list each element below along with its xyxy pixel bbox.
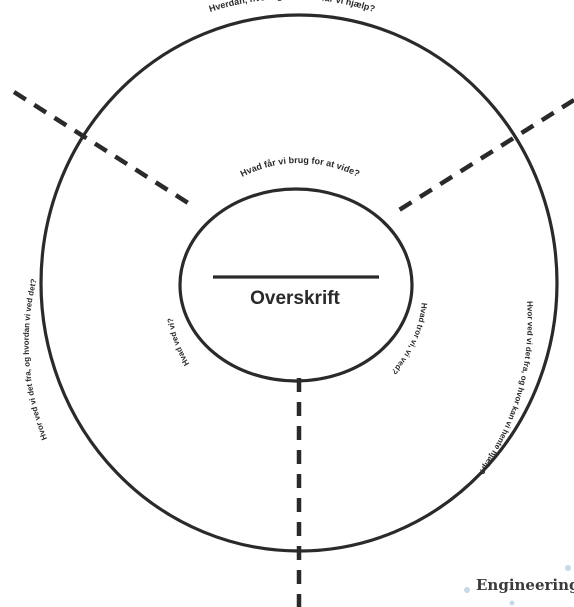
inner-ring — [178, 187, 414, 383]
engineering-logo: Engineering — [464, 565, 574, 606]
outer-ring — [39, 13, 559, 553]
logo-text: Engineering — [476, 576, 574, 594]
inner-top-label: Hvad får vi brug for at vide? — [239, 155, 362, 179]
outer-left-label: Hvor ved vi det fra, og hvordan vi ved d… — [22, 278, 49, 442]
inner-right-label: Hvad tror vi, vi ved? — [390, 302, 429, 376]
inner-left-label: Hvad ved vi? — [166, 317, 191, 367]
dashed-line-upper-right — [394, 98, 574, 214]
outer-top-label: Hverdan, hver og af hvem får vi hjælp? — [208, 0, 377, 14]
outer-right-label: Hvor ved vi det fra, og hvor kan vi hent… — [477, 301, 535, 476]
diagram-title: Overskrift — [250, 288, 340, 309]
dashed-line-upper-left — [12, 90, 198, 210]
